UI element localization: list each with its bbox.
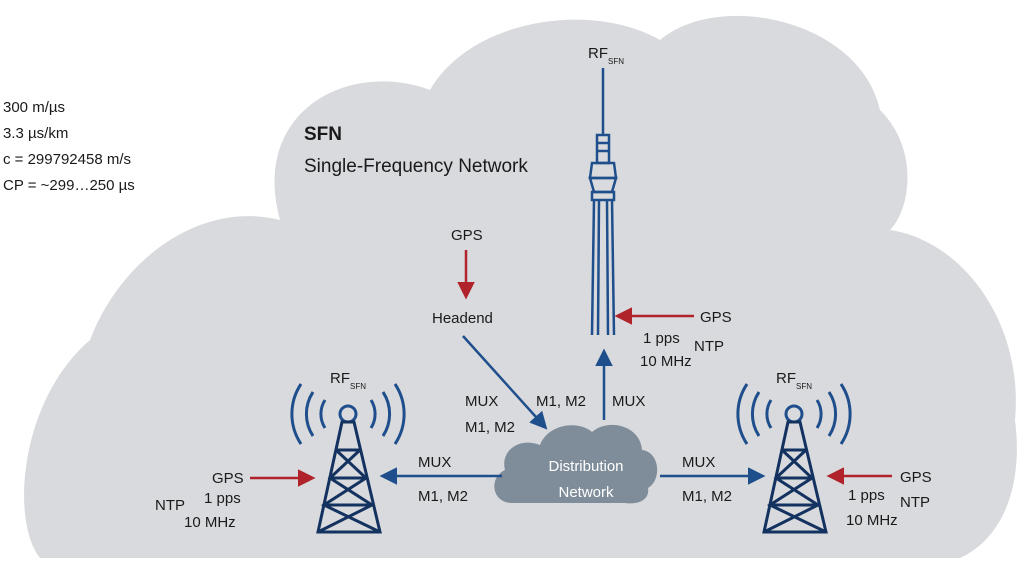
constants-block: 300 m/µs 3.3 µs/km c = 299792458 m/s CP … xyxy=(3,99,135,194)
headend-link-mux: MUX xyxy=(465,393,498,410)
left-tower-ntp-label: NTP xyxy=(155,497,185,514)
distribution-label-line2: Network xyxy=(558,484,614,501)
right-tower-ntp-label: NTP xyxy=(900,494,930,511)
headend-link-m: M1, M2 xyxy=(465,419,515,436)
right-tower-rf-label: RFSFN xyxy=(776,370,812,391)
headend-label: Headend xyxy=(432,310,493,327)
right-tower-mhz-label: 10 MHz xyxy=(846,512,898,529)
left-tower-link-m: M1, M2 xyxy=(418,488,468,505)
top-tower-icon xyxy=(588,68,618,336)
constant-delay: 3.3 µs/km xyxy=(3,125,68,142)
right-tower-link-mux: MUX xyxy=(682,454,715,471)
right-tower-mast xyxy=(762,420,828,534)
top-tower-rf-label: RFSFN xyxy=(588,45,624,66)
left-tower-icon xyxy=(290,383,406,445)
headend-to-distribution-arrow xyxy=(462,335,548,430)
left-tower-rf-label: RFSFN xyxy=(330,370,366,391)
right-tower-link-m: M1, M2 xyxy=(682,488,732,505)
top-tower-link-mux: MUX xyxy=(612,393,645,410)
left-tower-mast xyxy=(316,420,382,534)
title-abbr: SFN xyxy=(304,124,342,145)
top-tower-gps-label: GPS xyxy=(700,309,732,326)
title-full: Single-Frequency Network xyxy=(304,156,528,177)
top-tower-pps-label: 1 pps xyxy=(643,330,680,347)
top-tower-mhz-label: 10 MHz xyxy=(640,353,692,370)
constant-speed: 300 m/µs xyxy=(3,99,65,116)
left-tower-link-mux: MUX xyxy=(418,454,451,471)
left-tower-gps-label: GPS xyxy=(212,470,244,487)
headend-gps-label: GPS xyxy=(451,227,483,244)
right-tower-pps-label: 1 pps xyxy=(848,487,885,504)
left-tower-mhz-label: 10 MHz xyxy=(184,514,236,531)
constant-c: c = 299792458 m/s xyxy=(3,151,131,168)
top-tower-link-m: M1, M2 xyxy=(536,393,586,410)
distribution-network-cloud xyxy=(494,424,658,504)
left-tower-pps-label: 1 pps xyxy=(204,490,241,507)
constant-cp: CP = ~299…250 µs xyxy=(3,177,135,194)
right-tower-gps-label: GPS xyxy=(900,469,932,486)
distribution-label-line1: Distribution xyxy=(548,458,623,475)
top-tower-ntp-label: NTP xyxy=(694,338,724,355)
